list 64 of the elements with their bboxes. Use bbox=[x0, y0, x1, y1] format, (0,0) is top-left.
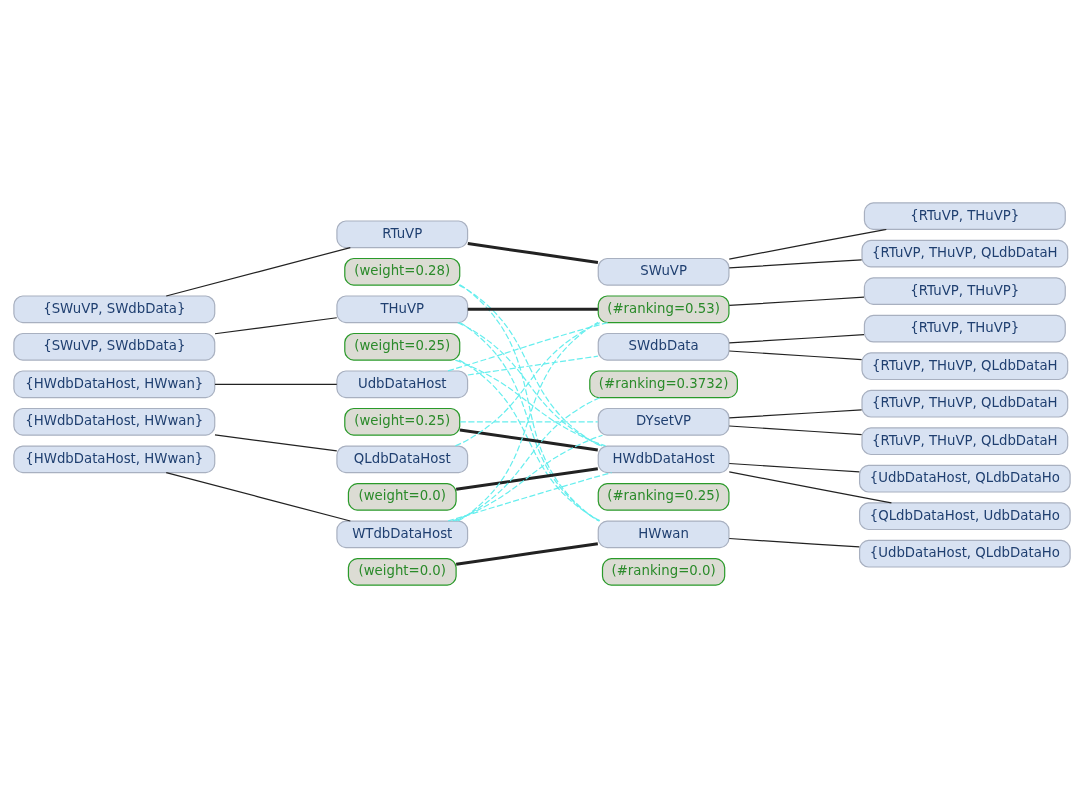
node-box: {UdbDataHost, QLdbDataHo bbox=[859, 464, 1071, 493]
connector bbox=[728, 537, 860, 548]
connector bbox=[467, 241, 599, 264]
connector bbox=[447, 471, 613, 522]
node-box: (#ranking=0.3732) bbox=[589, 369, 738, 398]
node-box: (weight=0.25) bbox=[344, 407, 461, 436]
node-box: {SWuVP, SWdbData} bbox=[13, 332, 216, 361]
node-box: SWdbData bbox=[597, 332, 730, 361]
node-box: {RTuVP, THuVP, QLdbDataH bbox=[861, 389, 1069, 418]
node-box: SWuVP bbox=[597, 257, 730, 286]
node-box: (#ranking=0.0) bbox=[601, 557, 726, 586]
node-box: {HWdbDataHost, HWwan} bbox=[13, 369, 216, 398]
node-box: (weight=0.28) bbox=[344, 257, 461, 286]
connector bbox=[452, 434, 604, 522]
node-box: {RTuVP, THuVP} bbox=[863, 276, 1066, 305]
node-box: (#ranking=0.53) bbox=[597, 294, 730, 323]
node-box: {HWdbDataHost, HWwan} bbox=[13, 444, 216, 473]
node-box: (weight=0.0) bbox=[347, 482, 457, 511]
node-box: HWwan bbox=[597, 519, 730, 548]
connector bbox=[728, 470, 893, 503]
connector bbox=[214, 433, 338, 451]
node-box: THuVP bbox=[336, 294, 469, 323]
node-box: {RTuVP, THuVP, QLdbDataH bbox=[861, 426, 1069, 455]
node-box: (weight=0.0) bbox=[347, 557, 457, 586]
connector bbox=[454, 396, 601, 521]
connector bbox=[467, 307, 598, 311]
connector bbox=[459, 420, 599, 422]
node-box: DYsetVP bbox=[597, 407, 730, 436]
connector bbox=[458, 284, 602, 447]
connector bbox=[165, 471, 351, 522]
connector bbox=[459, 428, 598, 451]
node-box: UdbDataHost bbox=[336, 369, 469, 398]
node-box: QLdbDataHost bbox=[336, 444, 469, 473]
connector bbox=[728, 258, 863, 268]
connector bbox=[728, 228, 887, 260]
connector bbox=[467, 355, 599, 376]
node-box: {RTuVP, THuVP, QLdbDataH bbox=[861, 239, 1069, 268]
connector bbox=[728, 424, 863, 435]
node-box: (#ranking=0.25) bbox=[597, 482, 730, 511]
connector bbox=[214, 383, 338, 385]
connector bbox=[728, 349, 863, 360]
connector bbox=[214, 316, 338, 334]
connector bbox=[455, 541, 599, 566]
connector bbox=[165, 246, 351, 297]
connector bbox=[728, 462, 860, 473]
node-box: {HWdbDataHost, HWwan} bbox=[13, 407, 216, 436]
connector bbox=[454, 359, 607, 446]
connector bbox=[447, 321, 609, 372]
node-box: RTuVP bbox=[336, 219, 469, 248]
connector bbox=[728, 296, 865, 306]
node-box: {RTuVP, THuVP} bbox=[863, 201, 1066, 230]
connector bbox=[728, 333, 865, 343]
connector bbox=[458, 359, 602, 522]
connector bbox=[459, 283, 600, 522]
node-box: {RTuVP, THuVP} bbox=[863, 314, 1066, 343]
node-box: (weight=0.25) bbox=[344, 332, 461, 361]
connector bbox=[455, 466, 599, 491]
node-box: {RTuVP, THuVP, QLdbDataH bbox=[861, 351, 1069, 380]
node-box: {UdbDataHost, QLdbDataHo bbox=[859, 539, 1071, 568]
node-box: {SWuVP, SWdbData} bbox=[13, 294, 216, 323]
node-box: HWdbDataHost bbox=[597, 444, 730, 473]
connector bbox=[728, 408, 863, 418]
node-box: WTdbDataHost bbox=[336, 519, 469, 548]
node-box: {QLdbDataHost, UdbDataHo bbox=[859, 501, 1071, 530]
